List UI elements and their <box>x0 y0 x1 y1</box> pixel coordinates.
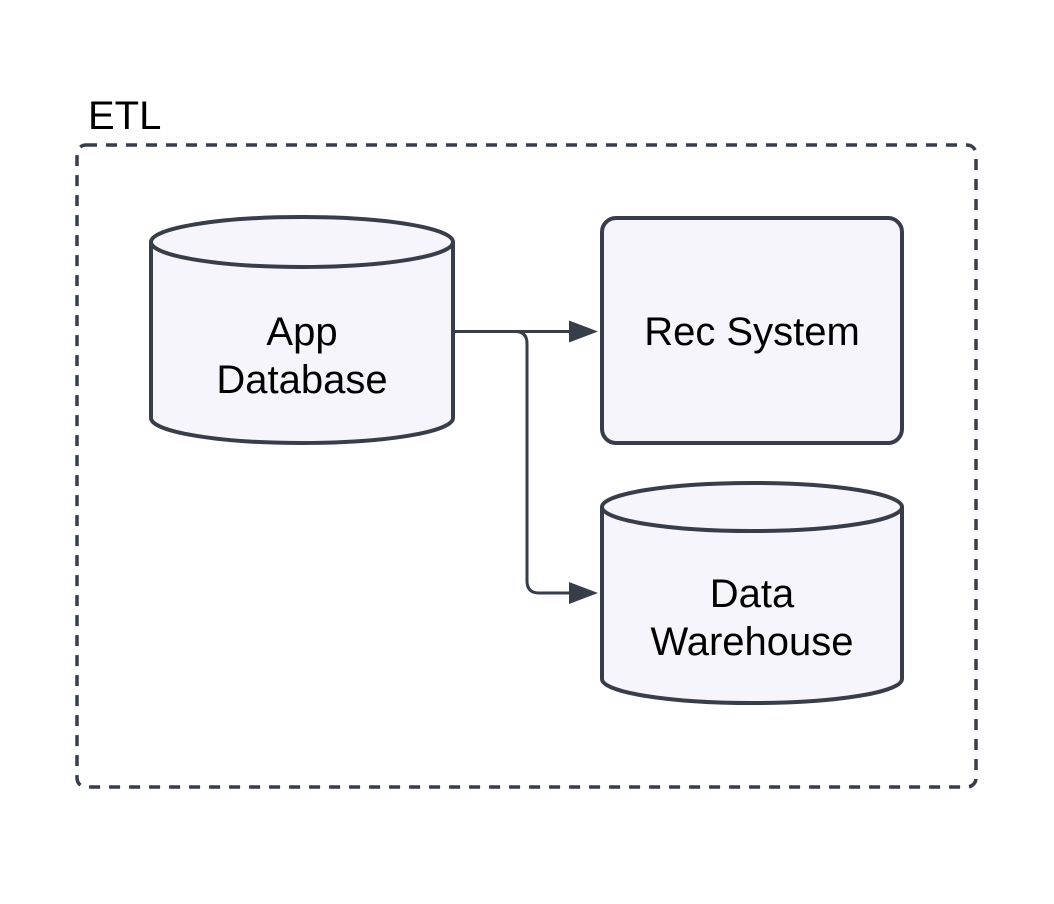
rec-system-label: Rec System <box>644 310 860 354</box>
arrowhead-recsystem-icon <box>569 320 598 343</box>
data-warehouse-cylinder-top <box>600 481 904 533</box>
app-database-label-line2: Database <box>216 358 387 402</box>
node-rec-system: Rec System <box>600 216 904 445</box>
node-data-warehouse: Data Warehouse <box>600 481 904 705</box>
cluster-etl: ETL <box>75 94 978 789</box>
app-database-cylinder-body <box>149 242 455 445</box>
rec-system-box <box>600 216 904 445</box>
cluster-etl-label: ETL <box>88 94 161 138</box>
data-warehouse-label-line2: Warehouse <box>650 620 853 664</box>
edge-appdatabase-to-datawarehouse <box>453 330 569 595</box>
app-database-label-line1: App <box>266 310 337 354</box>
data-warehouse-label-line1: Data <box>710 572 795 616</box>
edges <box>453 320 598 604</box>
cluster-etl-border <box>75 143 978 789</box>
app-database-cylinder-top <box>149 215 455 269</box>
node-app-database: App Database <box>149 215 455 445</box>
data-warehouse-cylinder-body <box>600 507 904 705</box>
arrowhead-datawarehouse-icon <box>569 582 598 604</box>
